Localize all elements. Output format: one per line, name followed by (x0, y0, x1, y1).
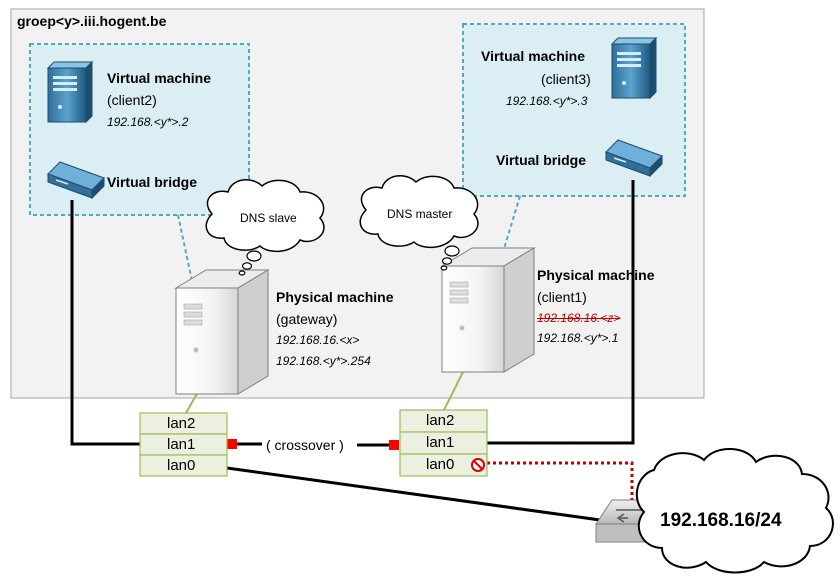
pm-client1-ip: 192.168.<y*>.1 (537, 331, 619, 345)
port-lan1-gateway: lan1 (167, 436, 196, 453)
pm-gateway-ip1: 192.168.16.<x> (276, 333, 360, 347)
pm-gateway-name: (gateway) (276, 311, 338, 327)
pm-client1-link (443, 369, 465, 411)
bridge-right-label: Virtual bridge (496, 152, 586, 168)
server-icon (174, 269, 270, 395)
vm-client2-title: Virtual machine (107, 70, 212, 86)
pm-gateway-ip2: 192.168.<y*>.254 (276, 354, 371, 368)
thought-cloud-icon (205, 179, 325, 276)
port-group-client1 (399, 409, 488, 477)
vm-client2-name: (client2) (107, 92, 157, 108)
server-icon (440, 247, 536, 373)
vm-client3-title: Virtual machine (481, 48, 586, 64)
pm-client1-ip-old: 192.168.16.<z> (537, 311, 621, 325)
pm-gateway-title: Physical machine (276, 289, 394, 305)
disabled-link (487, 461, 634, 505)
pm-client1-name: (client1) (537, 289, 587, 305)
wire-lan0-switch (226, 466, 601, 522)
thought-cloud-icon (359, 175, 479, 271)
port-marker-left (227, 439, 237, 449)
vm-client2-ip: 192.168.<y*>.2 (107, 115, 189, 129)
crossover-label: ( crossover ) (266, 437, 344, 453)
no-entry-icon (471, 458, 485, 472)
port-lan2-gateway: lan2 (167, 415, 196, 432)
server-icon (46, 60, 94, 124)
port-lan2-client1: lan2 (426, 412, 455, 429)
pm-gateway-link (185, 391, 199, 414)
network-cloud (635, 447, 834, 574)
port-lan0-client1: lan0 (426, 456, 455, 473)
network-bridge-icon (47, 161, 105, 200)
vm-client3-name: (client3) (541, 71, 591, 87)
bridge-left-label: Virtual bridge (107, 174, 197, 190)
port-lan1-client1: lan1 (426, 434, 455, 451)
server-icon (610, 36, 658, 100)
cloud-master-label: DNS master (387, 207, 453, 221)
network-label: 192.168.16/24 (660, 510, 782, 531)
group-title: groep<y>.iii.hogent.be (17, 13, 167, 29)
pm-client1-title: Physical machine (537, 267, 655, 283)
port-group-gateway (139, 412, 228, 477)
cloud-slave-label: DNS slave (240, 211, 297, 225)
port-lan0-gateway: lan0 (167, 457, 196, 474)
wire-left-lan1 (70, 200, 140, 446)
network-bridge-icon (605, 139, 663, 178)
wire-right-lan1 (487, 180, 635, 445)
port-marker-right (389, 440, 399, 450)
vm-client3-ip: 192.168.<y*>.3 (506, 94, 588, 108)
